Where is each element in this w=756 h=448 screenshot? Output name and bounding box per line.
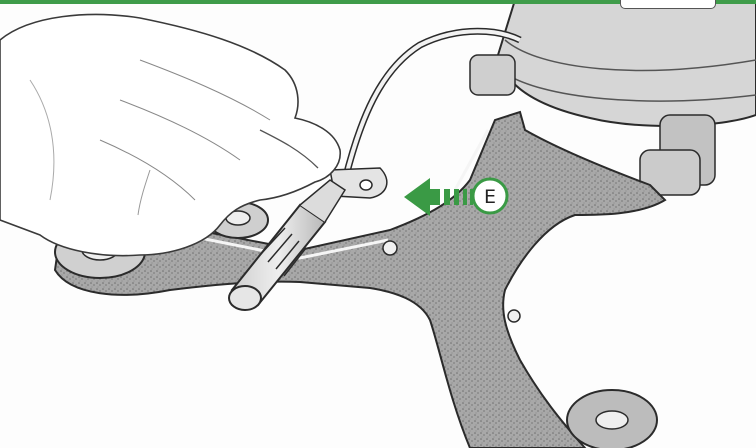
top-tab [620, 0, 716, 9]
callout-badge: E [473, 179, 507, 213]
callout-label: E [484, 186, 496, 208]
